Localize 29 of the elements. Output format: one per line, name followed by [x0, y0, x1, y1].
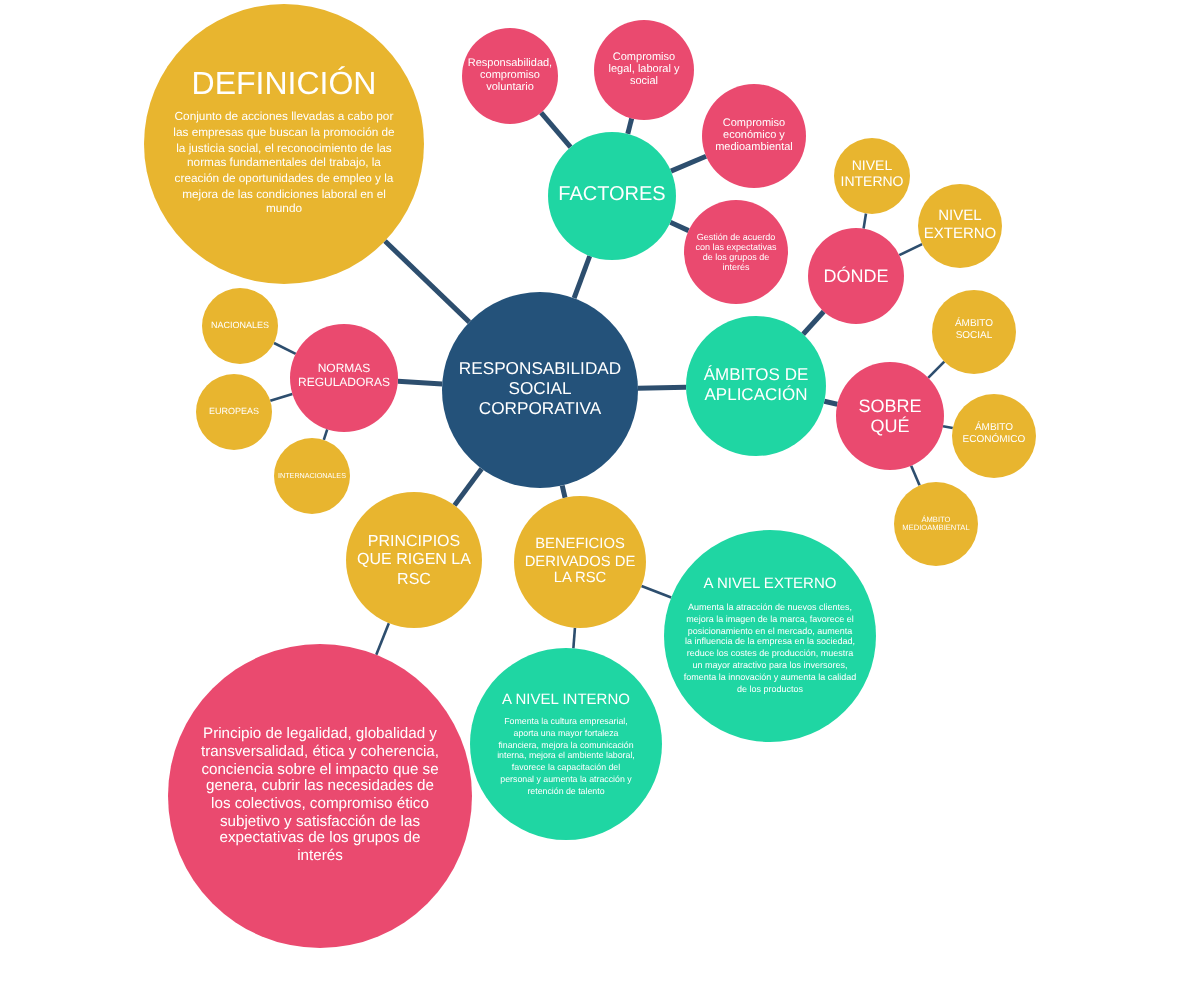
connector-line [383, 239, 472, 324]
connector-line [801, 309, 826, 336]
connector-line [269, 392, 293, 403]
connector-line [927, 360, 946, 379]
connector-line [637, 384, 687, 391]
topic-title: ÁMBITOS DE APLICACIÓN [701, 366, 811, 406]
topic-title: FACTORES [558, 184, 666, 208]
connector-line [273, 341, 297, 355]
connector-line [669, 220, 690, 233]
topic-title: DEFINICIÓN [191, 67, 377, 105]
topic-title: SOBRE QUÉ [856, 395, 924, 437]
connector-line [898, 243, 923, 257]
connector-line [571, 255, 593, 299]
connector-line [452, 467, 484, 507]
connector-line [909, 465, 921, 486]
connector-line [397, 378, 443, 387]
topic-title: RESPONSABILIDAD SOCIAL CORPORATIVA [456, 360, 624, 420]
connector-line [823, 398, 838, 407]
connector-line [559, 484, 568, 499]
topic-title: DÓNDE [823, 265, 889, 287]
connector-line [539, 110, 573, 149]
connector-line [322, 428, 329, 441]
connector-line [625, 117, 635, 135]
connector-line [641, 584, 672, 599]
connector-line [862, 213, 868, 229]
connector-line [572, 627, 577, 649]
connector-line [670, 153, 708, 174]
topic-title: PRINCIPIOS QUE RIGEN LA RSC [356, 532, 472, 588]
connector-line [375, 622, 391, 656]
